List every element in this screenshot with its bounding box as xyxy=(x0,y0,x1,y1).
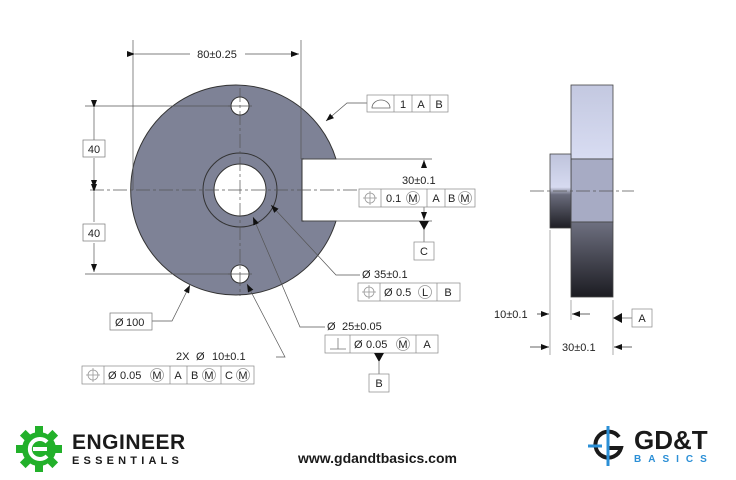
side-view: 10±0.1 30±0.1 A xyxy=(494,84,653,355)
profile-fcf: 1 A B xyxy=(366,94,449,113)
svg-text:A: A xyxy=(417,99,425,111)
center-lines xyxy=(90,88,370,296)
svg-text:M: M xyxy=(238,370,247,382)
datum-c: C xyxy=(420,246,428,258)
perpendicularity-icon xyxy=(330,338,346,350)
datum-b: B xyxy=(375,378,382,390)
svg-text:M: M xyxy=(398,339,407,351)
position-icon xyxy=(86,368,100,382)
svg-text:0.05: 0.05 xyxy=(366,339,387,351)
website-url[interactable]: www.gdandtbasics.com xyxy=(298,450,457,466)
svg-text:M: M xyxy=(460,193,469,205)
datum-a: A xyxy=(638,313,646,325)
gear-icon xyxy=(16,426,62,472)
mmc-modifier: M xyxy=(408,193,417,205)
counterbore-dimension: 35±0.1 xyxy=(374,269,408,281)
boss-thickness-dimension: 10±0.1 xyxy=(494,309,528,321)
position-icon xyxy=(363,191,377,205)
svg-text:B: B xyxy=(435,99,442,111)
svg-text:B: B xyxy=(444,287,451,299)
profile-of-line-icon xyxy=(371,99,391,109)
lmc-modifier: L xyxy=(422,287,428,299)
crosshair-g-icon xyxy=(588,426,624,466)
svg-text:1: 1 xyxy=(400,99,406,111)
svg-text:A: A xyxy=(423,339,431,351)
engineering-drawing: 80±0.25 40 40 Ø 100 xyxy=(81,40,653,393)
svg-text:A: A xyxy=(432,193,440,205)
svg-text:Ø: Ø xyxy=(384,287,393,299)
logo-line-basics: BASICS xyxy=(634,454,714,465)
gdt-basics-logo: GD&T BASICS xyxy=(588,424,714,468)
svg-text:Ø: Ø xyxy=(108,370,117,382)
diameter-symbol: Ø xyxy=(115,317,124,329)
holes-dimension: 10±0.1 xyxy=(212,351,246,363)
holes-position-fcf: Ø 0.05 M A B M C M xyxy=(81,365,255,385)
svg-text:B: B xyxy=(448,193,455,205)
width-dimension: 80±0.25 xyxy=(197,49,237,61)
slot-dimension: 30±0.1 xyxy=(402,175,436,187)
svg-text:B: B xyxy=(191,370,198,382)
logo-line-essentials: ESSENTIALS xyxy=(72,454,184,467)
outer-diameter-callout: 100 xyxy=(126,317,144,329)
svg-text:M: M xyxy=(204,370,213,382)
position-icon xyxy=(362,285,376,299)
total-thickness-dimension: 30±0.1 xyxy=(562,342,596,354)
engineer-essentials-logo: ENGINEER ESSENTIALS xyxy=(14,424,186,474)
logo-line-gdt: GD&T xyxy=(634,425,708,455)
bore-perpendicularity-fcf: Ø 0.05 M A xyxy=(324,334,439,354)
svg-text:0.5: 0.5 xyxy=(396,287,411,299)
slot-position-fcf: 0.1 M A B M xyxy=(358,188,476,208)
svg-text:0.1: 0.1 xyxy=(386,193,401,205)
svg-text:0.05: 0.05 xyxy=(120,370,141,382)
counterbore-position-fcf: Ø 0.5 L B xyxy=(357,282,461,302)
svg-text:Ø: Ø xyxy=(354,339,363,351)
svg-text:C: C xyxy=(225,370,233,382)
front-view: 80±0.25 40 40 Ø 100 xyxy=(81,40,476,393)
lower-vertical-dimension: 40 xyxy=(88,228,100,240)
holes-count: 2X xyxy=(176,351,190,363)
svg-text:Ø: Ø xyxy=(327,321,336,333)
bore-dimension: 25±0.05 xyxy=(342,321,382,333)
svg-text:M: M xyxy=(152,370,161,382)
svg-text:Ø: Ø xyxy=(362,269,371,281)
svg-text:A: A xyxy=(174,370,182,382)
svg-text:Ø: Ø xyxy=(196,351,205,363)
upper-vertical-dimension: 40 xyxy=(88,144,100,156)
logo-line-engineer: ENGINEER xyxy=(72,430,186,454)
